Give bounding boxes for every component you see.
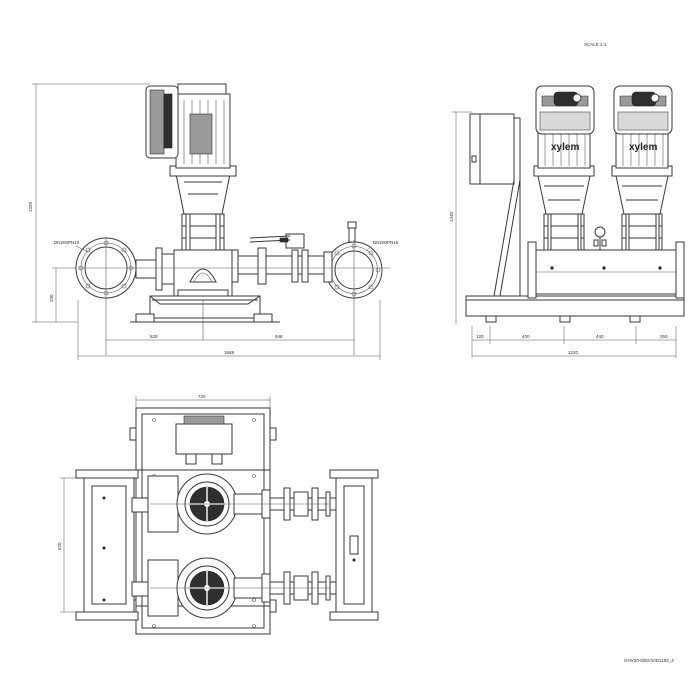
side-base-frame bbox=[465, 295, 685, 317]
brand-logo-pump-2: xylem bbox=[629, 142, 657, 153]
front-base-frame bbox=[149, 295, 261, 319]
top-width-label: 720 bbox=[198, 394, 206, 399]
side-pump-2 bbox=[611, 85, 673, 251]
front-axis-height-label: 330 bbox=[49, 294, 54, 302]
brand-logo-pump-1: xylem bbox=[551, 142, 579, 153]
side-dim-1: 120 bbox=[476, 334, 484, 339]
front-dim-left: 528 bbox=[150, 334, 158, 339]
front-dim-right: 848 bbox=[275, 334, 283, 339]
side-view: 1340 bbox=[449, 85, 685, 358]
side-dim-total: 1220 bbox=[568, 350, 579, 355]
drawing-code: GHV20-025V10D1192_4 bbox=[624, 658, 674, 663]
suction-label: DN200PN10 bbox=[54, 240, 80, 245]
side-dim-3: 440 bbox=[596, 334, 604, 339]
side-dim-2: 400 bbox=[522, 334, 530, 339]
discharge-label: DN200PN16 bbox=[373, 240, 399, 245]
side-pump-1 bbox=[533, 85, 595, 251]
front-height-label: 1339 bbox=[28, 201, 33, 212]
front-dim-total: 1669 bbox=[224, 350, 235, 355]
top-depth-label: 620 bbox=[57, 542, 62, 550]
top-view: 720 620 bbox=[57, 394, 379, 635]
front-view: 1339 330 DN200PN10 bbox=[28, 83, 399, 360]
control-panel-side bbox=[469, 113, 515, 185]
side-height-label: 1340 bbox=[449, 211, 454, 222]
side-dim-4: 260 bbox=[660, 334, 668, 339]
top-control-panel bbox=[175, 423, 233, 455]
scale-label: SCALE 1:1 bbox=[584, 42, 607, 47]
